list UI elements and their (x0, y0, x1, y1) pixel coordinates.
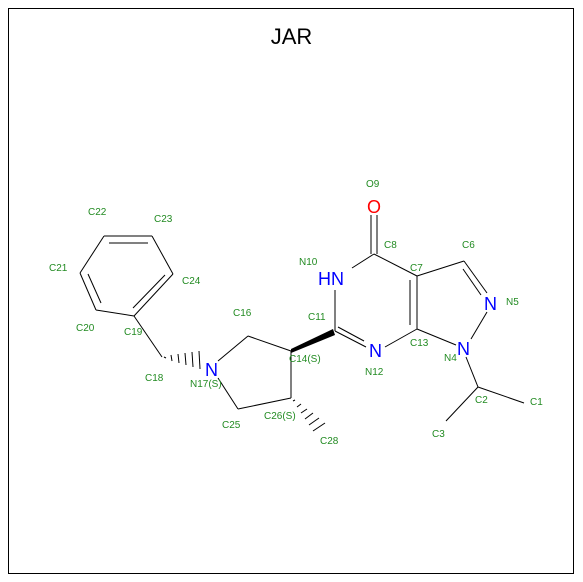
atom-label-c23: C23 (154, 214, 173, 225)
bond-n4-c13 (416, 328, 457, 346)
bond-n12-c11-inner (337, 326, 365, 342)
atom-label-c7: C7 (410, 263, 423, 274)
bond-c24-c19-inner (132, 274, 166, 309)
bond-c16-c14 (247, 335, 292, 352)
bond-c26-c25 (237, 397, 292, 410)
atom-label-c6: C6 (462, 240, 475, 251)
atom-label-c21: C21 (49, 263, 68, 274)
bond-c19-c18 (133, 315, 163, 358)
bond-c20-c21 (79, 272, 97, 311)
element-label-n17: N (205, 360, 218, 380)
bond-c20-c21-inner (87, 273, 102, 304)
diagram-frame (8, 8, 574, 574)
element-label-n10: HN (318, 269, 344, 289)
atom-label-c3: C3 (432, 429, 445, 440)
bond-c2-c3 (445, 386, 479, 422)
atom-label-c22: C22 (88, 207, 107, 218)
stereo-bonds (163, 329, 335, 432)
bond-n10-c8 (351, 253, 375, 269)
atom-label-c18: C18 (145, 373, 164, 384)
atom-label-c14: C14(S) (289, 354, 321, 365)
bond-c7-c6 (416, 260, 465, 277)
atom-label-c11: C11 (308, 312, 326, 323)
bond-c8-c7 (373, 253, 418, 277)
atom-label-c8: C8 (384, 240, 397, 251)
bond-c13-n12 (384, 328, 418, 348)
bond-n4-c2 (465, 356, 479, 388)
bonds (79, 215, 525, 422)
bond-n12-c11 (334, 330, 367, 348)
bond-c21-c22 (79, 235, 105, 274)
element-label-n5: N (484, 294, 497, 314)
atom-label-n5: N5 (506, 297, 519, 308)
atom-label-c1: C1 (530, 397, 543, 408)
hash-bond-c26-c28 (292, 399, 326, 432)
atom-label-c25: C25 (222, 420, 241, 431)
atom-label-n17: N17(S) (190, 379, 222, 390)
atom-label-n10: N10 (299, 257, 318, 268)
atom-label-c24: C24 (182, 276, 201, 287)
bond-c6-n5 (463, 260, 488, 294)
atom-label-c19: C19 (124, 327, 143, 338)
bond-n5-n4 (470, 311, 488, 340)
bond-c24-c19 (133, 273, 174, 317)
diagram-title: JAR (270, 24, 313, 49)
bond-n17-c16 (217, 335, 249, 362)
wedge-bond-c14-c11 (291, 329, 335, 353)
element-label-n4: N (457, 339, 470, 359)
atom-label-c28: C28 (320, 436, 339, 447)
atom-label-c16: C16 (233, 308, 252, 319)
element-label-n12: N (369, 341, 382, 361)
atom-label-c26: C26(S) (264, 411, 296, 422)
bond-c2-c1 (477, 386, 525, 404)
element-label-o9: O (367, 197, 381, 217)
atom-label-c20: C20 (76, 323, 95, 334)
hash-bond-c18-n17 (163, 350, 201, 370)
atom-label-n4: N4 (444, 353, 457, 364)
element-labels: O HN N N N N (205, 197, 497, 380)
atom-label-c2: C2 (475, 395, 488, 406)
bond-c6-n5-inner (462, 268, 482, 296)
atom-labels: C1 C2 C3 N4 N5 C6 C7 C8 O9 N10 C11 N12 C… (49, 179, 543, 447)
bond-c25-n17 (217, 377, 239, 410)
atom-label-n12: N12 (365, 367, 384, 378)
bond-c19-c20 (95, 309, 135, 317)
bond-c23-c24 (151, 235, 174, 275)
atom-label-o9: O9 (366, 179, 380, 190)
atom-label-c13: C13 (410, 338, 429, 349)
